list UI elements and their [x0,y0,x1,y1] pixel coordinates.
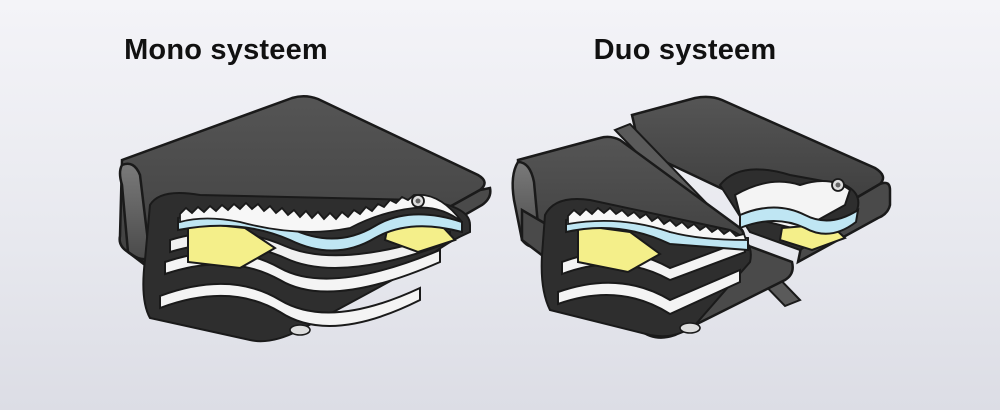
valve-icon [831,178,845,192]
duo-left-yellow-pad [577,223,662,274]
mono-system-panel: Mono systeem [118,34,492,343]
duo-system-panel: Duo systeem [500,0,1000,410]
mono-drain-hole [289,324,311,336]
valve-icon [411,194,425,208]
duo-mattress-illustration [511,95,892,339]
duo-left-foam-bottom [557,268,741,316]
duo-system-title: Duo systeem [593,34,777,66]
duo-right-water-layer [739,206,860,235]
duo-left-zigzag-cover [567,206,748,241]
duo-drain-hole [679,322,701,334]
mono-system-title: Mono systeem [124,34,328,66]
mono-zigzag-cover [179,193,463,233]
mono-mattress-illustration [118,95,492,343]
mono-foam-bottom [159,283,421,327]
